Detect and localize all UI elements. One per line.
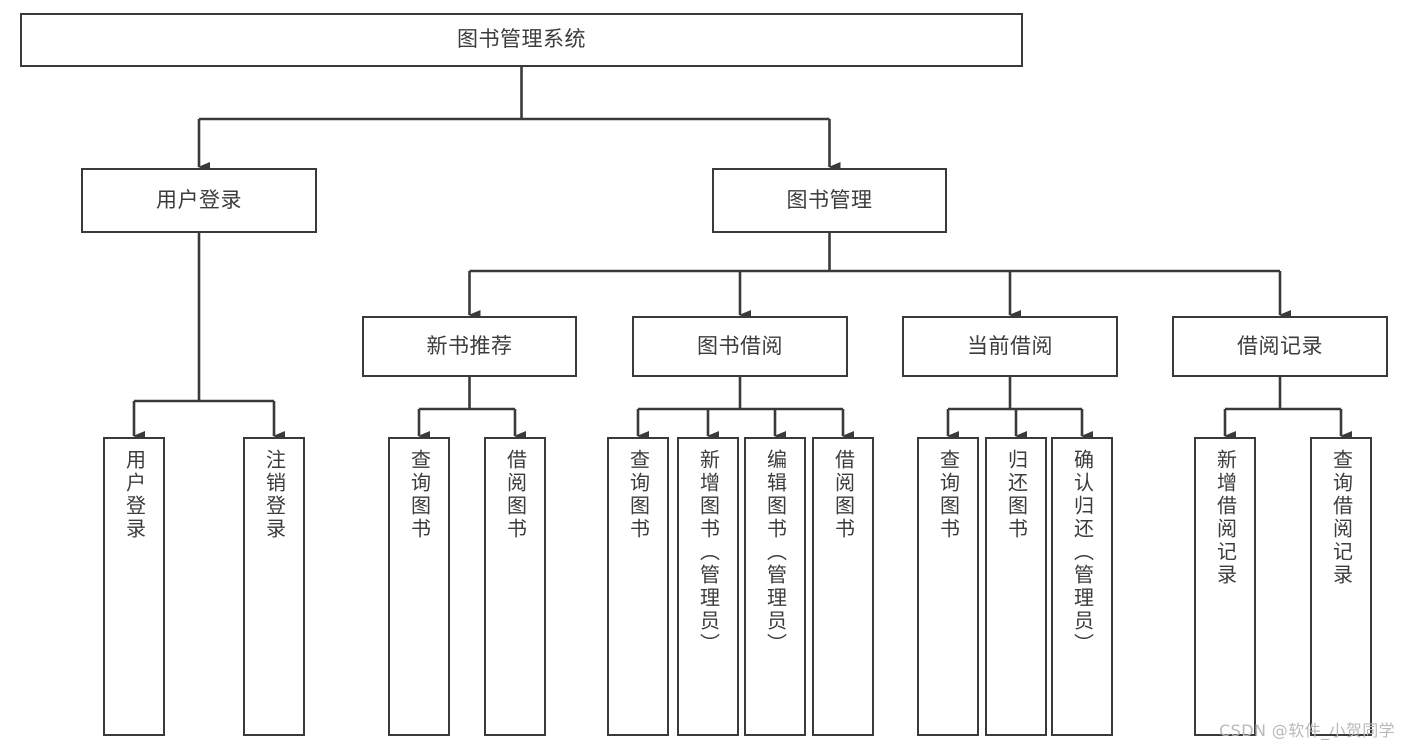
node-label: 查询图书	[407, 449, 432, 541]
node-leaf-user-login[interactable]: 用户登录	[103, 437, 165, 736]
node-leaf-query-record[interactable]: 查询借阅记录	[1310, 437, 1372, 736]
node-label: 注销登录	[262, 449, 287, 541]
node-leaf-add-book[interactable]: 新增图书（管理员）	[677, 437, 739, 736]
node-label: 借阅记录	[1237, 333, 1323, 358]
node-leaf-borrow-book[interactable]: 借阅图书	[812, 437, 874, 736]
node-label: 借阅图书	[831, 449, 856, 541]
node-label: 当前借阅	[967, 333, 1053, 358]
node-label: 用户登录	[156, 187, 242, 212]
node-leaf-query-book-rec[interactable]: 查询图书	[388, 437, 450, 736]
node-label: 用户登录	[122, 449, 147, 541]
node-label: 查询图书	[626, 449, 651, 541]
node-label: 查询借阅记录	[1329, 449, 1354, 587]
node-book-manage[interactable]: 图书管理	[712, 168, 947, 233]
node-leaf-user-logout[interactable]: 注销登录	[243, 437, 305, 736]
node-current-borrow[interactable]: 当前借阅	[902, 316, 1118, 377]
node-book-borrow[interactable]: 图书借阅	[632, 316, 848, 377]
node-leaf-query-book-cur[interactable]: 查询图书	[917, 437, 979, 736]
node-leaf-confirm-return[interactable]: 确认归还（管理员）	[1051, 437, 1113, 736]
node-label: 借阅图书	[503, 449, 528, 541]
node-leaf-return-book[interactable]: 归还图书	[985, 437, 1047, 736]
node-borrow-record[interactable]: 借阅记录	[1172, 316, 1388, 377]
node-label: 查询图书	[936, 449, 961, 541]
node-label: 新书推荐	[426, 333, 513, 358]
node-label: 图书借阅	[697, 333, 783, 358]
node-new-book-rec[interactable]: 新书推荐	[362, 316, 577, 377]
node-label: 归还图书	[1004, 449, 1029, 541]
node-root[interactable]: 图书管理系统	[20, 13, 1023, 67]
node-label: 新增借阅记录	[1213, 449, 1238, 587]
node-leaf-add-record[interactable]: 新增借阅记录	[1194, 437, 1256, 736]
node-leaf-borrow-book-rec[interactable]: 借阅图书	[484, 437, 546, 736]
node-label: 新增图书（管理员）	[696, 449, 721, 656]
node-label: 确认归还（管理员）	[1070, 449, 1095, 656]
node-label: 图书管理系统	[457, 27, 586, 52]
node-leaf-query-book-borrow[interactable]: 查询图书	[607, 437, 669, 736]
node-label: 编辑图书（管理员）	[763, 449, 788, 656]
node-label: 图书管理	[786, 187, 873, 212]
node-user-login[interactable]: 用户登录	[81, 168, 317, 233]
node-leaf-edit-book[interactable]: 编辑图书（管理员）	[744, 437, 806, 736]
